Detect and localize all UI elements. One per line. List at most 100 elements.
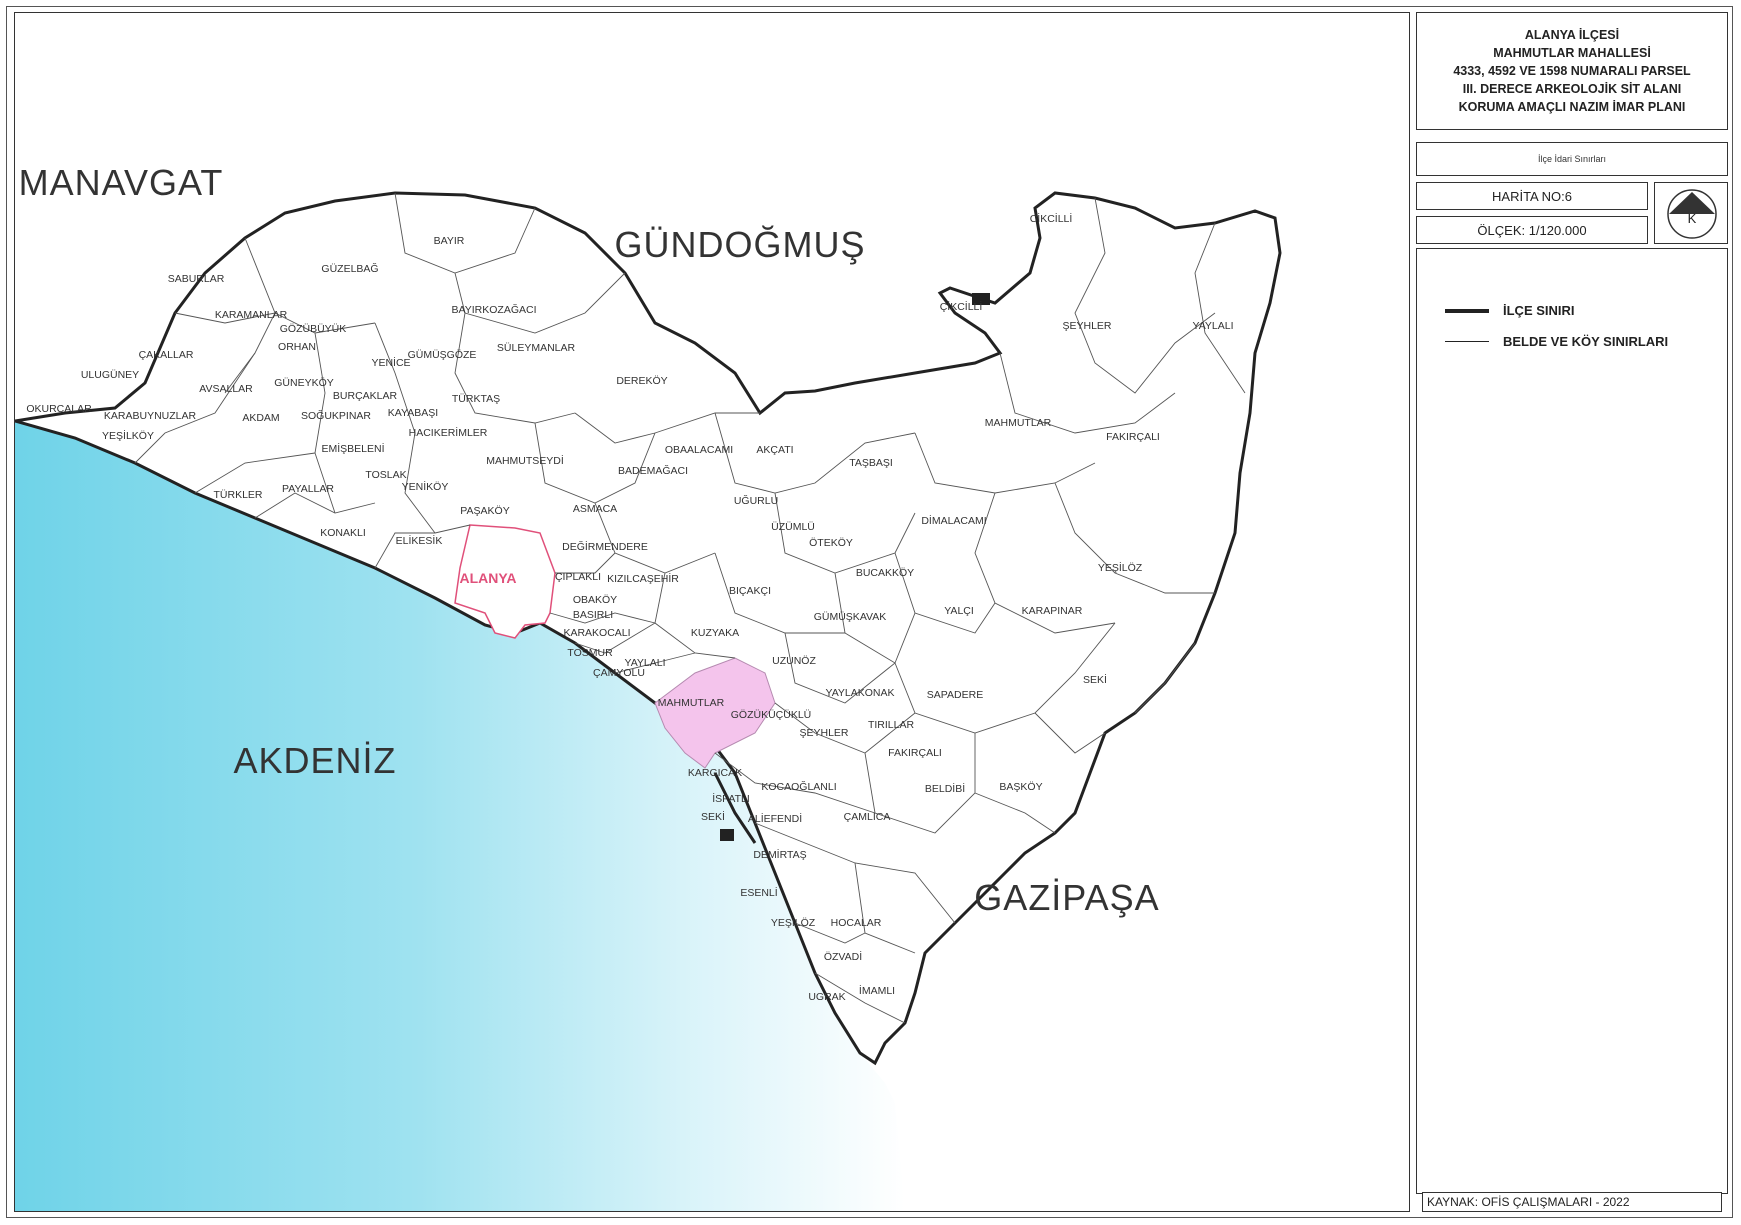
mahmutlar-area xyxy=(654,657,776,769)
settlement-label: TÜRKLER xyxy=(213,489,263,501)
settlement-label: PAYALLAR xyxy=(282,483,334,495)
settlement-label: TAŞBAŞI xyxy=(849,457,893,469)
settlement-label: YEŞİLÖZ xyxy=(1097,562,1143,574)
settlement-label: EMİŞBELENİ xyxy=(321,443,385,455)
map-subtitle: İlçe İdari Sınırları xyxy=(1416,142,1728,176)
north-arrow: K xyxy=(1654,182,1728,244)
settlement-label: DEREKÖY xyxy=(616,375,668,387)
settlement-label: MAHMUTLAR xyxy=(657,697,725,709)
alanya-center-area xyxy=(454,524,556,639)
settlement-label: YEŞİLÖZ xyxy=(770,917,816,929)
settlement-label: ULUGÜNEY xyxy=(80,369,140,381)
settlement-label: BELDİBİ xyxy=(924,783,966,795)
settlement-label: GÜZELBAĞ xyxy=(321,263,379,275)
settlement-label: SABURLAR xyxy=(167,273,225,285)
settlement-label: BAYIR xyxy=(433,235,465,247)
sea-area xyxy=(15,421,905,1211)
settlement-label: FAKIRÇALI xyxy=(1106,431,1160,443)
settlement-label: BUCAKKÖY xyxy=(855,567,915,579)
settlement-label: SAPADERE xyxy=(926,689,984,701)
settlement-label: KARAMANLAR xyxy=(214,309,288,321)
settlement-label: FAKIRÇALI xyxy=(888,747,942,759)
settlement-label: BAYIRKOZAĞACI xyxy=(451,304,537,316)
settlement-label: ALİEFENDİ xyxy=(747,813,803,825)
source-note: KAYNAK: OFİS ÇALIŞMALARI - 2022 xyxy=(1422,1192,1722,1212)
title-line: ALANYA İLÇESİ xyxy=(1524,28,1620,42)
settlement-label: DEMİRTAŞ xyxy=(753,849,807,861)
settlement-label: ÖTEKÖY xyxy=(809,537,853,549)
settlement-label: YAYLAKONAK xyxy=(825,687,895,699)
title-block: ALANYA İLÇESİ MAHMUTLAR MAHALLESİ 4333, … xyxy=(1416,12,1728,130)
settlement-label: YENİCE xyxy=(371,357,411,369)
settlement-label: ŞEYHLER xyxy=(799,727,849,739)
settlement-label: GÖZÜKÜÇÜKLÜ xyxy=(730,709,812,721)
settlement-label: OBAALACAMI xyxy=(664,444,734,456)
settlement-label: BAŞKÖY xyxy=(999,781,1043,793)
settlement-label: CİKCİLLİ xyxy=(1029,213,1073,225)
settlement-label: ELİKESİK xyxy=(395,535,443,547)
settlement-label: KUZYAKA xyxy=(690,627,740,639)
map-frame[interactable]: MANAVGAT GÜNDOĞMUŞ AKDENİZ GAZİPAŞA ALAN… xyxy=(14,12,1410,1212)
title-line: III. DERECE ARKEOLOJİK SİT ALANI xyxy=(1462,82,1682,96)
settlement-label: SOĞUKPINAR xyxy=(300,410,372,422)
settlement-label: İSPATLI xyxy=(712,793,750,805)
neighbor-label: GÜNDOĞMUŞ xyxy=(614,224,866,265)
settlement-label: DİMALACAMI xyxy=(921,515,987,527)
settlement-label: YENİKÖY xyxy=(401,481,449,493)
settlement-label: GÜMÜŞGÖZE xyxy=(407,349,477,361)
settlement-label: KAYABAŞI xyxy=(387,407,439,419)
settlement-label: KARGICAK xyxy=(687,767,743,779)
settlement-label: MAHMUTLAR xyxy=(984,417,1052,429)
neighbor-label: AKDENİZ xyxy=(233,740,397,781)
settlement-label: OBAKÖY xyxy=(572,594,618,606)
map-number: HARİTA NO:6 xyxy=(1416,182,1648,210)
settlement-label: BIÇAKÇI xyxy=(728,585,772,597)
settlement-label: TÜRKTAŞ xyxy=(451,393,501,405)
neighbor-label: GAZİPAŞA xyxy=(974,877,1160,918)
settlement-label: TOSMUR xyxy=(567,647,613,659)
settlement-label: YAYLALI xyxy=(624,657,666,669)
map-scale: ÖLÇEK: 1/120.000 xyxy=(1416,216,1648,244)
settlement-label: YAYLALI xyxy=(1192,320,1234,332)
settlement-label: ÇAKALLAR xyxy=(138,349,194,361)
settlement-label: AVSALLAR xyxy=(199,383,253,395)
settlement-label: KARAKOCALI xyxy=(563,627,631,639)
settlement-label: AKÇATI xyxy=(756,444,794,456)
center-label: ALANYA xyxy=(459,570,517,586)
settlement-label: BADEMAĞACI xyxy=(617,465,689,477)
legend-label: İLÇE SINIRI xyxy=(1503,303,1575,318)
map-svg xyxy=(15,191,1282,1211)
title-line: KORUMA AMAÇLI NAZIM İMAR PLANI xyxy=(1458,100,1686,114)
settlement-label: ÇİKCİLLİ xyxy=(939,301,983,313)
settlement-label: UĞURLU xyxy=(733,495,779,507)
settlement-label: KIZILCAŞEHİR xyxy=(607,573,679,585)
settlement-label: ŞEYHLER xyxy=(1062,320,1112,332)
settlement-label: PAŞAKÖY xyxy=(460,505,510,517)
north-arrow-icon xyxy=(1667,189,1717,239)
cikcilli-marker xyxy=(972,293,990,305)
seki-marker xyxy=(720,829,734,841)
title-line: 4333, 4592 VE 1598 NUMARALI PARSEL xyxy=(1453,64,1691,78)
settlement-label: GÜMÜŞKAVAK xyxy=(813,611,887,623)
settlement-label: ÜZÜMLÜ xyxy=(771,521,815,533)
legend-item-ilce: İLÇE SINIRI xyxy=(1445,303,1575,318)
legend-item-belde: BELDE VE KÖY SINIRLARI xyxy=(1445,334,1668,349)
title-line: MAHMUTLAR MAHALLESİ xyxy=(1493,46,1651,60)
settlement-label: KARABUYNUZLAR xyxy=(103,410,197,422)
legend: İLÇE SINIRI BELDE VE KÖY SINIRLARI xyxy=(1416,248,1728,1194)
settlement-label: HOCALAR xyxy=(830,917,882,929)
district-boundary-coast xyxy=(713,772,757,844)
settlement-label: HACIKERİMLER xyxy=(408,427,488,439)
neighbor-label: MANAVGAT xyxy=(18,162,224,203)
settlement-label: DEĞİRMENDERE xyxy=(562,541,648,553)
village-boundaries xyxy=(134,192,1246,1024)
settlement-label: ASMACA xyxy=(572,503,618,515)
settlement-label: SEKİ xyxy=(1083,674,1107,686)
settlement-label: BURÇAKLAR xyxy=(332,390,398,402)
settlement-label: UGRAK xyxy=(808,991,846,1003)
settlement-label: ÇIPLAKLI xyxy=(554,571,602,583)
settlement-label: YALÇI xyxy=(944,605,974,617)
settlement-label: SÜLEYMANLAR xyxy=(496,342,576,354)
legend-label: BELDE VE KÖY SINIRLARI xyxy=(1503,334,1669,349)
settlement-label: MAHMUTSEYDİ xyxy=(486,455,564,467)
